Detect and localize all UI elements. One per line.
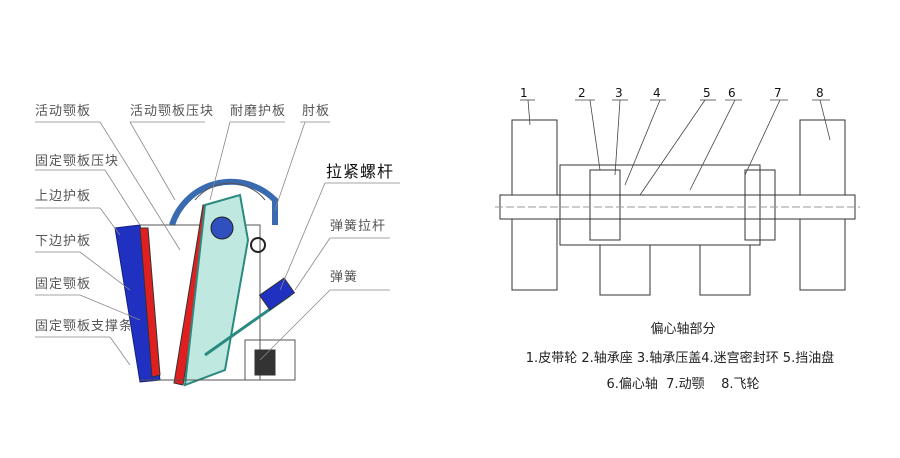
spring-coil: [254, 349, 276, 376]
label-tension-bolt: 拉紧螺杆: [326, 162, 395, 181]
label-fixed-jaw-clamp: 固定颚板压块: [35, 154, 120, 169]
part-number-7: 7: [774, 86, 782, 100]
label-movable-jaw: 活动颚板: [35, 104, 92, 119]
part-number-6: 6: [728, 86, 736, 100]
label-toggle-plate: 肘板: [302, 104, 331, 119]
label-spring-rod: 弹簧拉杆: [330, 219, 387, 234]
tension-block: [258, 277, 296, 311]
diagram-title: 偏心轴部分: [650, 322, 716, 337]
label-wear-guard: 耐磨护板: [230, 104, 287, 119]
pitman-body: [559, 164, 761, 246]
part-number-1: 1: [520, 86, 528, 100]
part-number-5: 5: [703, 86, 711, 100]
label-spring: 弹簧: [330, 270, 359, 285]
pitman: [183, 193, 250, 387]
label-lower-side-guard: 下边护板: [35, 234, 92, 249]
label-fixed-jaw: 固定颚板: [35, 277, 92, 292]
part-number-2: 2: [578, 86, 586, 100]
bearing-right: [744, 169, 776, 241]
jaw-crusher-drawing: [35, 121, 400, 387]
label-upper-side-guard: 上边护板: [35, 189, 92, 204]
part-number-4: 4: [653, 86, 661, 100]
label-fixed-jaw-support: 固定颚板支撑条: [35, 319, 134, 334]
eccentric-shaft-drawing: [495, 99, 860, 296]
legend-line-1: 1.皮带轮 2.轴承座 3.轴承压盖4.迷宫密封环 5.挡油盘: [525, 351, 835, 366]
eccentric-shaft: [210, 216, 234, 240]
fixed-jaw-plate: [139, 227, 161, 378]
label-movable-jaw-clamp: 活动颚板压块: [130, 104, 215, 119]
legend-line-2: 6.偏心轴 7.动颚 8.飞轮: [606, 377, 760, 392]
bearing-left: [589, 169, 621, 241]
part-number-8: 8: [816, 86, 824, 100]
part-number-3: 3: [615, 86, 623, 100]
flywheel: [169, 178, 278, 226]
